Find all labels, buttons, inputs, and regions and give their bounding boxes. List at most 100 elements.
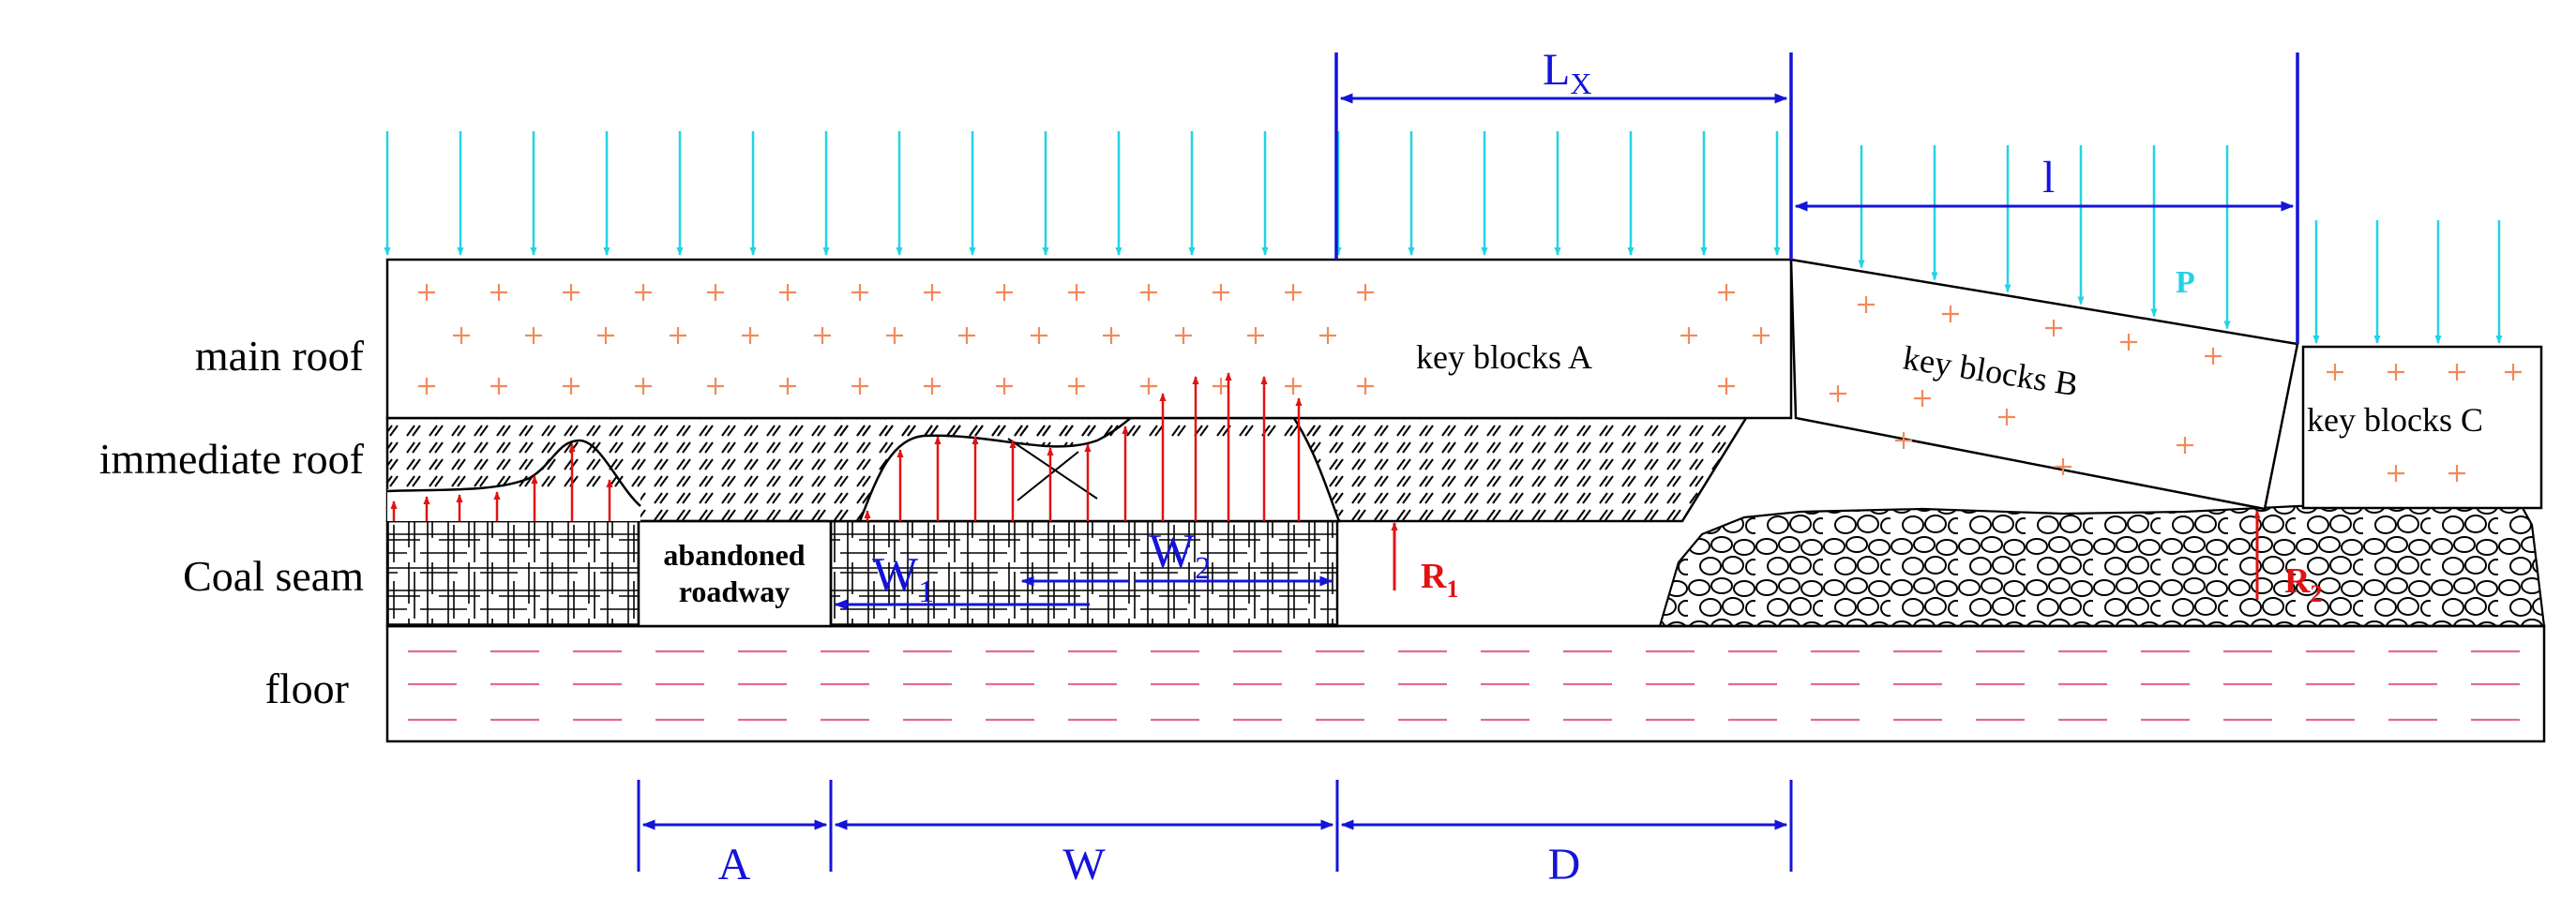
goaf-rubble: [1658, 502, 2546, 628]
white-void-left: [387, 489, 640, 521]
label-roadway-line2: roadway: [679, 575, 791, 608]
cross-marker: [851, 378, 868, 395]
curve-crossing-1: [1007, 438, 1098, 500]
cross-marker: [958, 327, 975, 344]
cross-marker: [2448, 364, 2465, 381]
floor-dashes: [408, 650, 2520, 722]
cross-marker: [1285, 284, 1302, 301]
cross-marker: [1068, 378, 1085, 395]
cross-marker: [779, 378, 796, 395]
cross-marker: [453, 327, 470, 344]
label-w2: W2: [1149, 525, 1211, 586]
coal-pillar-left: [385, 519, 640, 628]
cross-marker: [1213, 378, 1229, 395]
label-roadway-line1: abandoned: [663, 538, 805, 572]
cross-marker: [1914, 390, 1931, 407]
width-labels: W1 W2: [872, 525, 1211, 609]
cross-marker: [2448, 465, 2465, 482]
main-roof-layer: [385, 258, 2543, 511]
cross-marker: [1753, 327, 1770, 344]
cross-marker: [996, 284, 1013, 301]
label-w1: W1: [872, 548, 934, 609]
cross-marker: [707, 378, 724, 395]
force-labels: P R1 R2: [1421, 265, 2322, 607]
cross-marker: [1998, 409, 2015, 426]
label-coal-seam: Coal seam: [183, 552, 364, 600]
key-block-a: [385, 258, 1793, 420]
label-d: D: [1548, 840, 1581, 889]
cross-marker: [1718, 378, 1735, 395]
dimension-labels: LX l A W D: [718, 45, 2056, 889]
cross-marker: [1680, 327, 1697, 344]
cross-marker: [851, 284, 868, 301]
key-block-c: [2301, 345, 2543, 510]
stress-curve-left: [386, 439, 641, 507]
cross-marker: [1247, 327, 1264, 344]
cross-marker: [1357, 284, 1374, 301]
cross-marker: [597, 327, 614, 344]
cross-marker: [2177, 437, 2193, 454]
cross-marker: [563, 284, 580, 301]
cross-marker: [996, 378, 1013, 395]
floor-layer: [385, 624, 2546, 743]
cross-marker: [886, 327, 903, 344]
cross-marker: [814, 327, 831, 344]
rock-cross-markers: [418, 284, 2522, 482]
label-main-roof: main roof: [195, 332, 365, 380]
label-lx: LX: [1543, 45, 1591, 100]
cross-marker: [1858, 296, 1875, 313]
coal-seam-layer: [385, 502, 2546, 628]
cross-marker: [924, 284, 941, 301]
cross-marker: [1942, 306, 1959, 322]
label-immediate-roof: immediate roof: [99, 435, 365, 483]
cross-marker: [635, 284, 652, 301]
cross-marker: [1103, 327, 1120, 344]
cross-marker: [490, 284, 507, 301]
key-block-b: [1789, 258, 2299, 511]
dimension-lines: [637, 52, 2299, 872]
cross-marker: [2388, 465, 2404, 482]
cross-marker: [1895, 432, 1912, 449]
overburden-load-arrows: [384, 131, 2503, 344]
cross-marker: [1285, 378, 1302, 395]
cross-marker: [2055, 458, 2071, 475]
white-void-mid: [828, 441, 1339, 521]
label-r1: R1: [1421, 557, 1458, 603]
layer-labels: main roof immediate roof Coal seam floor: [99, 332, 365, 712]
label-p: P: [2176, 265, 2195, 300]
cross-marker: [1068, 284, 1085, 301]
abutment-stress-arrows: [390, 372, 1303, 521]
curve-crossing-2: [1017, 451, 1079, 501]
cross-marker: [1140, 284, 1157, 301]
cross-marker: [1140, 378, 1157, 395]
cross-marker: [2327, 364, 2343, 381]
cross-marker: [742, 327, 759, 344]
roadway-label: abandoned roadway: [663, 538, 805, 608]
cross-marker: [525, 327, 542, 344]
cross-marker: [490, 378, 507, 395]
cross-marker: [2045, 320, 2062, 336]
cross-marker: [1357, 378, 1374, 395]
cross-marker: [779, 284, 796, 301]
label-w: W: [1062, 840, 1106, 889]
cross-marker: [418, 378, 435, 395]
cross-marker: [2388, 364, 2404, 381]
cross-marker: [1319, 327, 1336, 344]
abandoned-roadway: [637, 519, 833, 628]
cross-marker: [635, 378, 652, 395]
block-labels: key blocks A key blocks B key blocks C: [1416, 338, 2483, 439]
cross-marker: [1175, 327, 1192, 344]
cross-marker: [924, 378, 941, 395]
cross-marker: [670, 327, 686, 344]
cross-marker: [2505, 364, 2522, 381]
cross-marker: [563, 378, 580, 395]
cross-marker: [2205, 348, 2222, 365]
cross-marker: [1830, 385, 1846, 402]
cross-marker: [418, 284, 435, 301]
label-floor: floor: [265, 665, 349, 712]
cross-marker: [1213, 284, 1229, 301]
cross-marker: [707, 284, 724, 301]
cross-marker: [1031, 327, 1047, 344]
cross-marker: [2120, 334, 2137, 351]
